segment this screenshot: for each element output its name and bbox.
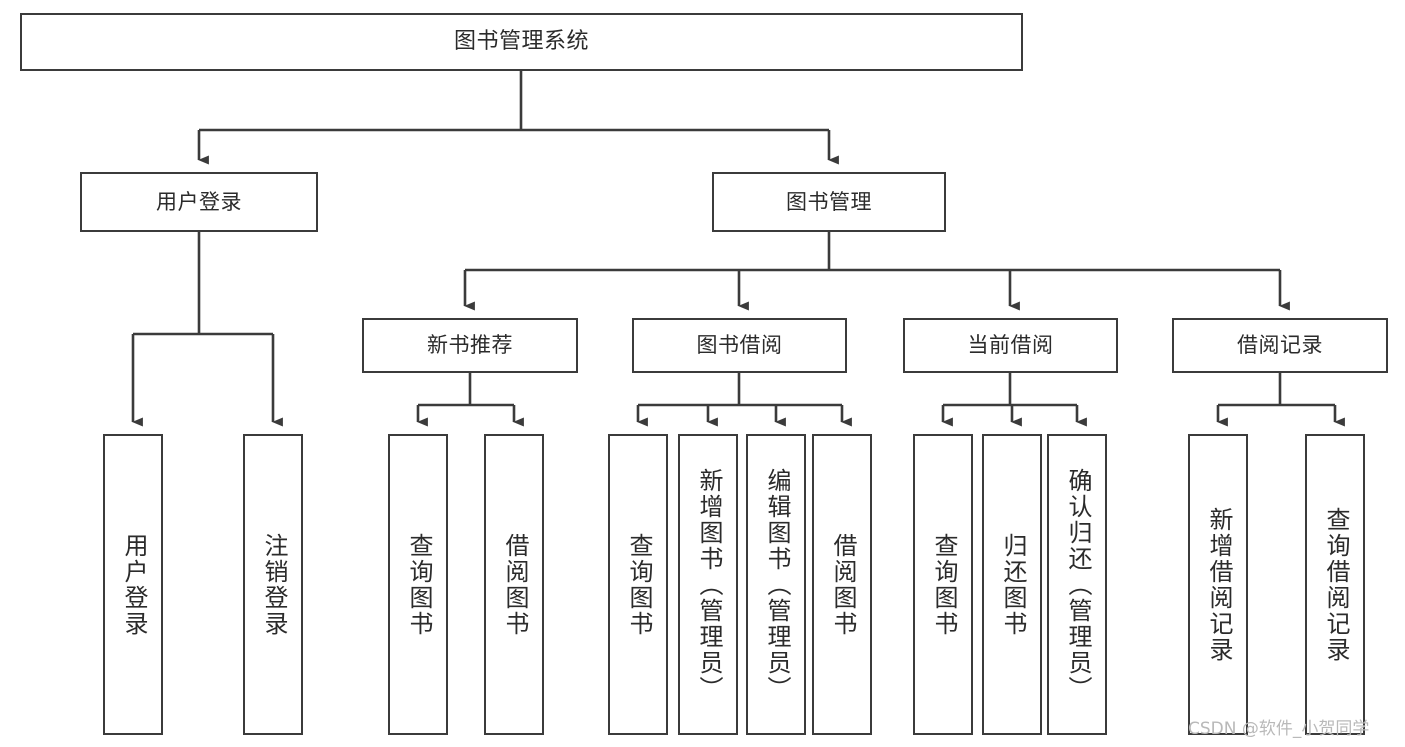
node-label: 注销登录 [259,532,288,637]
node-leaf-borrow-book-new[interactable]: 借阅图书 [484,434,544,735]
node-leaf-query-book-borrow[interactable]: 查询图书 [608,434,668,735]
node-leaf-query-book-new[interactable]: 查询图书 [388,434,448,735]
node-borrow-record[interactable]: 借阅记录 [1172,318,1388,373]
node-label: 查询图书 [624,532,653,637]
node-leaf-user-login[interactable]: 用户登录 [103,434,163,735]
node-leaf-borrow-book[interactable]: 借阅图书 [812,434,872,735]
node-user-login[interactable]: 用户登录 [80,172,318,232]
node-new-book-recommend[interactable]: 新书推荐 [362,318,578,373]
node-label: 用户登录 [119,532,148,637]
node-label: 图书管理系统 [453,29,589,55]
node-root-system[interactable]: 图书管理系统 [20,13,1023,71]
node-leaf-confirm-return-admin[interactable]: 确认归还（管理员） [1047,434,1107,735]
node-label: 新增借阅记录 [1204,506,1233,663]
node-leaf-return-book[interactable]: 归还图书 [982,434,1042,735]
node-label: 用户登录 [156,189,242,214]
node-label: 图书借阅 [696,333,783,358]
node-leaf-logout[interactable]: 注销登录 [243,434,303,735]
node-label: 查询图书 [929,532,958,637]
node-label: 借阅记录 [1237,333,1323,358]
node-leaf-add-borrow-record[interactable]: 新增借阅记录 [1188,434,1248,735]
node-label: 归还图书 [998,532,1027,637]
node-label: 新增图书（管理员） [694,467,723,702]
node-label: 编辑图书（管理员） [762,467,791,702]
node-current-borrow[interactable]: 当前借阅 [903,318,1118,373]
node-book-management[interactable]: 图书管理 [712,172,946,232]
node-book-borrow[interactable]: 图书借阅 [632,318,847,373]
node-leaf-edit-book-admin[interactable]: 编辑图书（管理员） [746,434,806,735]
node-label: 图书管理 [786,189,872,214]
node-label: 新书推荐 [427,333,513,358]
node-label: 确认归还（管理员） [1063,467,1092,702]
node-label: 借阅图书 [828,532,857,637]
node-leaf-query-book-current[interactable]: 查询图书 [913,434,973,735]
node-label: 借阅图书 [500,532,529,637]
node-label: 当前借阅 [967,333,1054,358]
node-leaf-query-borrow-record[interactable]: 查询借阅记录 [1305,434,1365,735]
node-label: 查询借阅记录 [1321,506,1350,663]
watermark: CSDN @软件_小贺同学 [1188,719,1370,739]
node-label: 查询图书 [404,532,433,637]
node-leaf-add-book-admin[interactable]: 新增图书（管理员） [678,434,738,735]
